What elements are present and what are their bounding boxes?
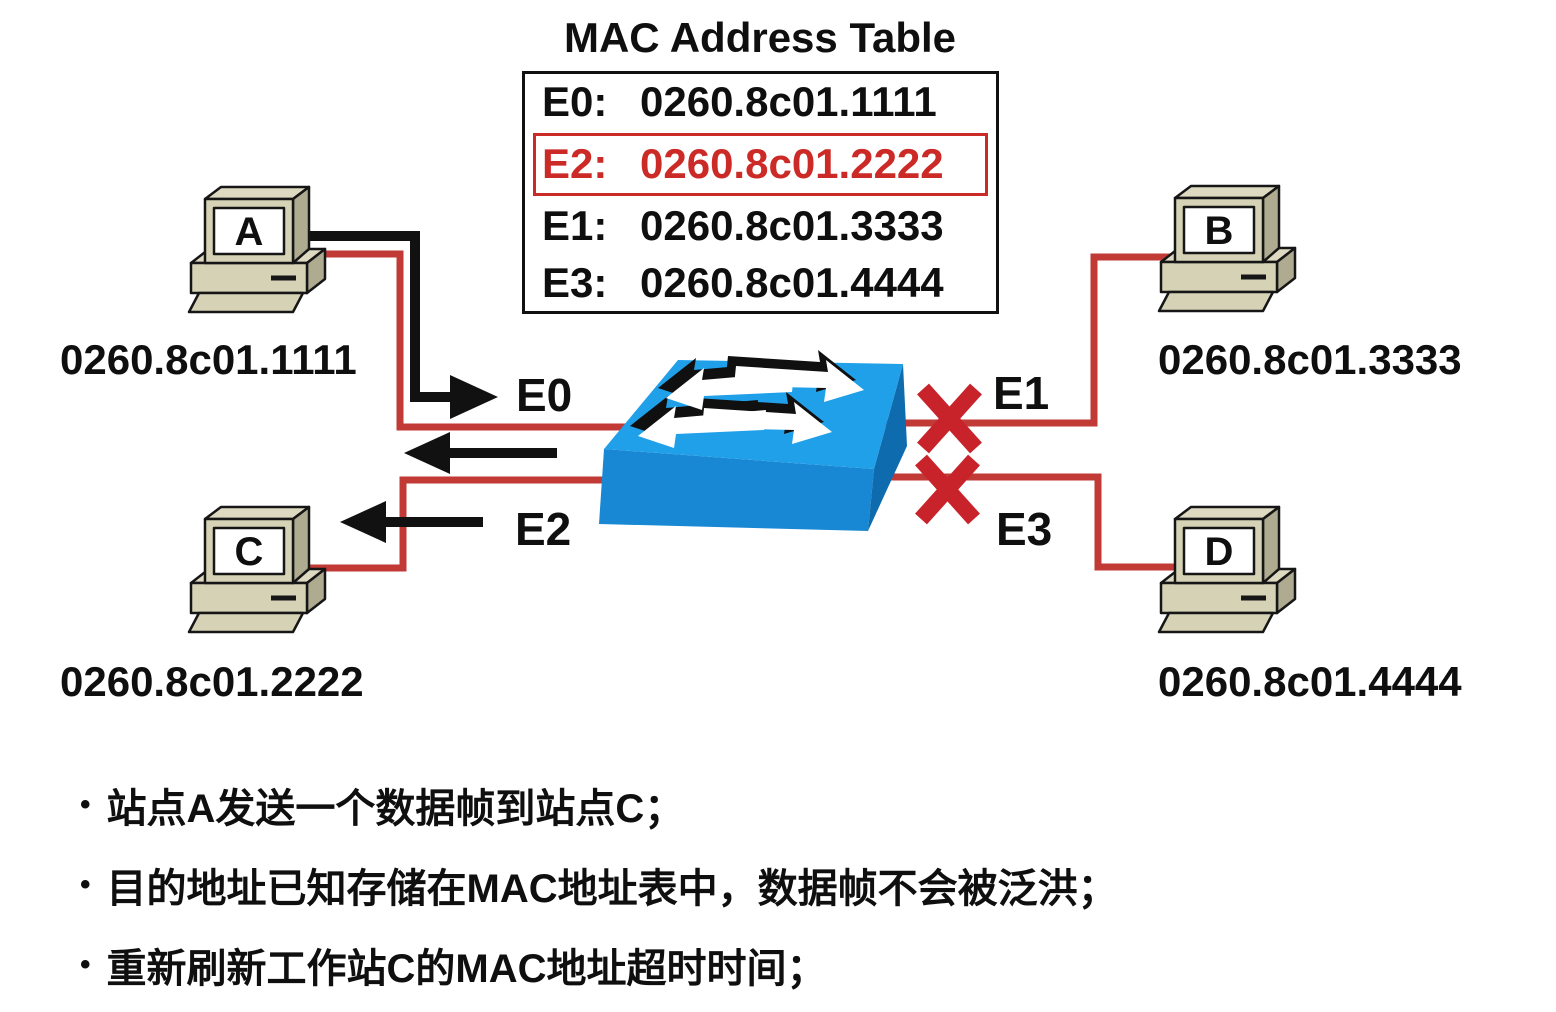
note-text: 站点A发送一个数据帧到站点C； (106, 787, 685, 831)
row-address: 0260.8c01.1111 (640, 78, 937, 126)
computer-c-label: C (234, 530, 264, 574)
computer-a-label: A (234, 210, 264, 254)
cable-e3-to-d (880, 473, 1185, 571)
switch-icon (599, 350, 907, 531)
computer-d-label: D (1204, 530, 1234, 574)
blocked-x-e1-icon (917, 383, 982, 454)
frame-path-a-to-e0 (300, 231, 498, 419)
bullet-icon: • (80, 788, 91, 821)
port-label-e0: E0 (516, 369, 573, 421)
note-text: 重新刷新工作站C的MAC地址超时时间； (106, 947, 827, 991)
mac-label-c: 0260.8c01.2222 (60, 658, 364, 705)
mac-table-title: MAC Address Table (563, 14, 957, 61)
link-cables (300, 250, 1185, 572)
mac-label-d: 0260.8c01.4444 (1158, 658, 1462, 705)
mac-address-table: E0: 0260.8c01.1111 E2: 0260.8c01.2222 E1… (522, 71, 999, 314)
note-item-2: • 目的地址已知存储在MAC地址表中，数据帧不会被泛洪； (80, 862, 1118, 911)
mac-label-a: 0260.8c01.1111 (60, 336, 357, 383)
cable-a-to-e0 (300, 250, 660, 431)
frame-arrow-left-middle (404, 432, 557, 474)
bullet-icon: • (80, 868, 91, 901)
note-item-3: • 重新刷新工作站C的MAC地址超时时间； (80, 942, 1118, 991)
mac-table-row-e1: E1: 0260.8c01.3333 (525, 198, 996, 255)
port-label-e3: E3 (996, 503, 1053, 555)
mac-table-row-e3: E3: 0260.8c01.4444 (525, 254, 996, 311)
switch-arrows (630, 350, 864, 448)
notes-list: • 站点A发送一个数据帧到站点C； • 目的地址已知存储在MAC地址表中，数据帧… (80, 782, 1118, 1012)
row-port: E0: (542, 78, 608, 126)
computer-b-label: B (1204, 209, 1234, 253)
mac-table-row-e2-highlighted: E2: 0260.8c01.2222 (533, 132, 988, 196)
blocked-x-e3-icon (915, 454, 980, 525)
row-port: E1: (542, 201, 608, 249)
row-address: 0260.8c01.4444 (640, 258, 944, 306)
port-label-e1: E1 (993, 367, 1050, 419)
mac-label-b: 0260.8c01.3333 (1158, 336, 1462, 383)
row-port: E2: (542, 140, 608, 188)
bullet-icon: • (80, 948, 91, 981)
frame-arrow-to-c (340, 501, 483, 543)
row-port: E3: (542, 258, 608, 306)
mac-table-row-e0: E0: 0260.8c01.1111 (525, 74, 996, 131)
cable-e1-to-b (880, 253, 1185, 427)
row-address: 0260.8c01.2222 (640, 140, 944, 188)
note-text: 目的地址已知存储在MAC地址表中，数据帧不会被泛洪； (106, 867, 1118, 911)
port-label-e2: E2 (515, 503, 572, 555)
note-item-1: • 站点A发送一个数据帧到站点C； (80, 782, 1118, 831)
row-address: 0260.8c01.3333 (640, 201, 944, 249)
